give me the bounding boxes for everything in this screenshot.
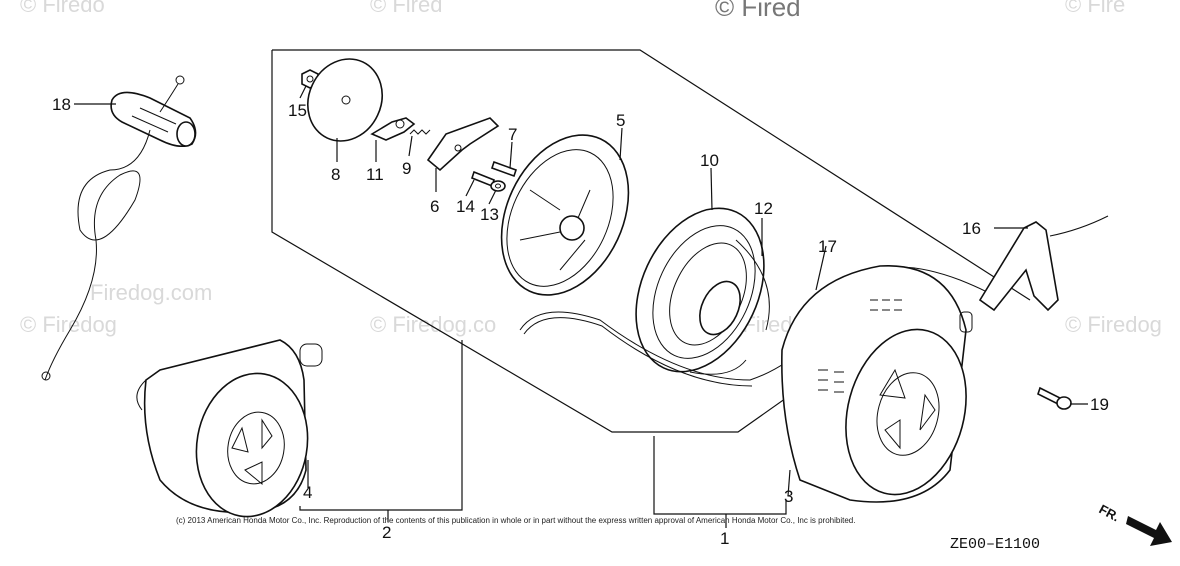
- part-18-handle[interactable]: [41, 75, 197, 381]
- part-4-starter-assembly[interactable]: [136, 339, 323, 525]
- leader-lines: [74, 85, 1088, 528]
- part-3-starter-case[interactable]: [781, 265, 984, 508]
- front-label: FR.: [1097, 501, 1123, 524]
- callout-15: 15: [288, 101, 307, 120]
- callout-8: 8: [331, 165, 340, 184]
- watermark: © Fired: [370, 0, 442, 17]
- callout-16: 16: [962, 219, 981, 238]
- callout-3: 3: [784, 487, 793, 506]
- assembly-boundary-left: [271, 50, 841, 433]
- watermark: © Firedo: [20, 0, 105, 17]
- callout-4: 4: [303, 483, 312, 502]
- part-12-spring-holder[interactable]: [689, 239, 770, 375]
- callout-12: 12: [754, 199, 773, 218]
- diagram-code: ZE00–E1100: [950, 536, 1040, 553]
- part-11-pawl[interactable]: [370, 117, 416, 141]
- part-6-ratchet[interactable]: [426, 117, 500, 172]
- assembly-boundary-top: [272, 49, 1031, 301]
- part-9-spring[interactable]: [409, 129, 431, 135]
- part-16-handle[interactable]: [978, 215, 1109, 312]
- callout-5: 5: [616, 111, 625, 130]
- callout-18: 18: [52, 95, 71, 114]
- callout-19: 19: [1090, 395, 1109, 414]
- copyright-notice: (c) 2013 American Honda Motor Co., Inc. …: [176, 516, 855, 525]
- callout-10: 10: [700, 151, 719, 170]
- callout-1: 1: [720, 529, 729, 548]
- part-13-washer[interactable]: [490, 180, 506, 192]
- callout-13: 13: [480, 205, 499, 224]
- part-7-pin[interactable]: [490, 160, 518, 178]
- front-direction-indicator: FR.: [1097, 501, 1172, 546]
- callout-2: 2: [382, 523, 391, 542]
- callout-7: 7: [508, 125, 517, 144]
- callout-17: 17: [818, 237, 837, 256]
- watermark: © Firedog.co: [370, 312, 496, 337]
- watermark: Firedog.com: [90, 280, 212, 305]
- callout-11: 11: [366, 165, 384, 184]
- callout-14: 14: [456, 197, 475, 216]
- watermark: © Fired: [715, 0, 801, 22]
- callout-6: 6: [430, 197, 439, 216]
- arrow-icon: [1126, 516, 1172, 546]
- part-19-bolt[interactable]: [1037, 386, 1072, 410]
- part-10-spring[interactable]: [611, 188, 789, 393]
- watermark: © Fire: [1065, 0, 1125, 17]
- part-5-reel[interactable]: [477, 114, 653, 315]
- watermark: © Firedog: [1065, 312, 1162, 337]
- callout-9: 9: [402, 159, 411, 178]
- part-8-plate[interactable]: [295, 47, 396, 154]
